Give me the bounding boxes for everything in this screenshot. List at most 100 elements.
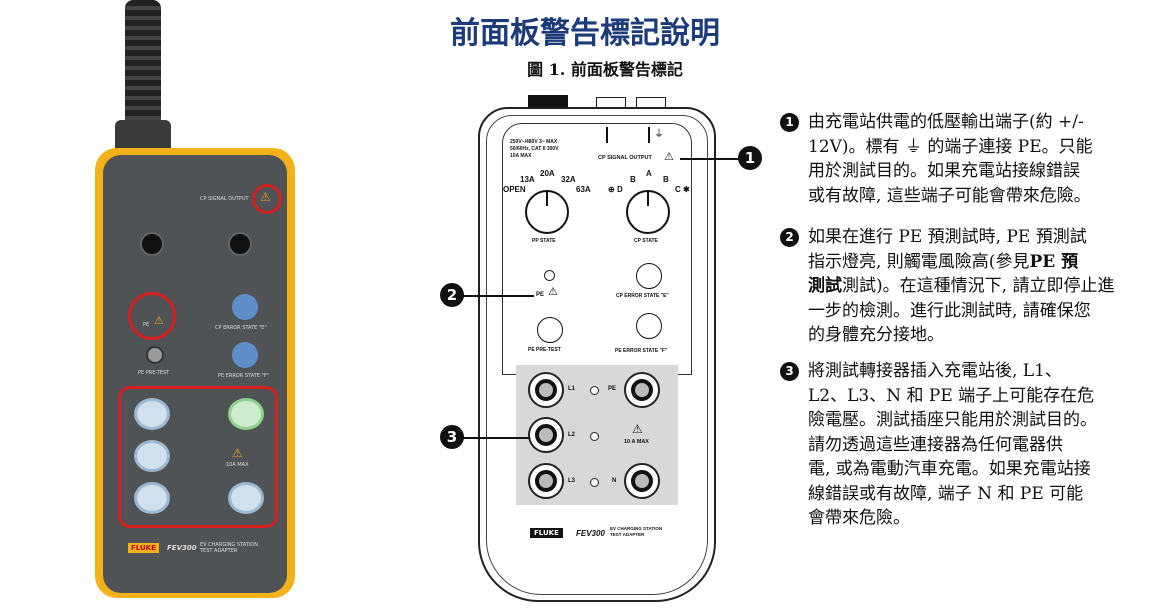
cp-b: B	[663, 175, 669, 184]
jack-l3	[528, 463, 564, 499]
warning-icon: ⚠	[548, 285, 558, 298]
note-2: 2 如果在進行 PE 預測試時, PE 預測試 指示燈亮, 則觸電風險高(參見P…	[780, 225, 1150, 348]
pp-63a: 63A	[576, 185, 591, 194]
callout-leader-3	[462, 437, 530, 439]
socket-l2	[134, 440, 170, 472]
socket-n	[228, 482, 264, 514]
pp-13a: 13A	[520, 175, 535, 184]
cp-error-e-button[interactable]	[232, 294, 258, 320]
pe-terminal-label: PE	[608, 386, 617, 392]
model-label: FEV300	[576, 529, 605, 538]
figure-caption: 圖 1. 前面板警告標記	[527, 60, 683, 79]
note-line: 由充電站供電的低壓輸出端子(約 +/-	[808, 112, 1084, 132]
note-line: 測試測試)。在這種情況下, 請立即停止進	[808, 274, 1150, 299]
note-line: 電, 或為電動汽車充電。如果充電站接	[808, 459, 1091, 479]
note-3: 3 將測試轉接器插入充電站後, L1、 L2、L3、N 和 PE 端子上可能存在…	[780, 359, 1150, 531]
dial-pointer	[546, 190, 548, 206]
rating-text: 10A MAX	[510, 153, 532, 159]
socket-pe	[228, 398, 264, 430]
brand-logo: FLUKE	[530, 528, 563, 538]
callout-1: 1	[738, 146, 762, 170]
note-number: 1	[780, 113, 799, 132]
note-text: 指示燈亮, 則觸電風險高(參見	[808, 251, 1030, 272]
note-line: L2、L3、N 和 PE 端子上可能存在危	[808, 385, 1095, 406]
cp-b: B	[630, 175, 636, 184]
note-line: 如果在進行 PE 預測試時, PE 預測試	[808, 227, 1087, 247]
cp-error-e-button[interactable]	[636, 263, 662, 289]
device-body	[103, 155, 287, 593]
pp-state-knob[interactable]	[140, 232, 164, 256]
photo-10a-label: 10A MAX	[226, 462, 249, 468]
note-1: 1 由充電站供電的低壓輸出端子(約 +/- 12V)。標有 ⏚ 的端子連接 PE…	[780, 110, 1150, 208]
front-panel-diagram: 250V~/480V 3~ MAX 50/60Hz, CAT II 300V 1…	[478, 95, 718, 605]
jack-n	[624, 463, 660, 499]
tagline: EV CHARGING STATION	[610, 526, 663, 531]
cp-state-knob[interactable]	[228, 232, 252, 256]
pe-pretest-button[interactable]	[537, 317, 563, 343]
photo-cp-error-label: CP ERROR STATE "E"	[215, 325, 267, 331]
warning-icon: ⚠	[664, 150, 674, 163]
rating-text: 50/60Hz, CAT II 300V	[510, 146, 559, 152]
pe-pretest-button[interactable]	[146, 346, 164, 364]
callout-3: 3	[440, 425, 464, 449]
note-line: 線錯誤或有故障, 端子 N 和 PE 可能	[808, 483, 1084, 504]
note-line: 或有故障, 這些端子可能會帶來危險。	[808, 185, 1091, 206]
device-inner-outline	[486, 115, 708, 595]
tagline: TEST ADAPTER	[610, 532, 645, 537]
callout-leader-1	[680, 158, 740, 160]
ten-a-max-label: 10 A MAX	[624, 439, 649, 445]
warning-icon: ⚠	[260, 190, 271, 204]
note-line: 一步的檢測。進行此測試時, 請確保您	[808, 300, 1091, 321]
dial-pointer	[647, 190, 649, 206]
photo-brand-logo: FLUKE	[128, 543, 159, 553]
cp-c-text: C	[675, 185, 681, 194]
pe-indicator	[544, 270, 555, 281]
pe-label: PE	[536, 292, 545, 298]
pp-20a: 20A	[540, 169, 555, 178]
warning-icon: ⚠	[632, 422, 643, 436]
l1-led	[590, 386, 599, 395]
pp-32a: 32A	[561, 175, 576, 184]
cp-d-text: D	[616, 185, 623, 194]
socket-l3	[134, 482, 170, 514]
ground-icon: ⏚	[654, 129, 664, 140]
l2-label: L2	[568, 432, 576, 438]
note-line: 指示燈亮, 則觸電風險高(參見PE 預	[808, 250, 1150, 275]
note-line: 用於測試目的。如果充電站接線錯誤	[808, 161, 1080, 181]
cp-c: C ✱	[675, 185, 690, 194]
pe-pretest-link[interactable]: 測試	[808, 276, 842, 296]
l3-led	[590, 478, 599, 487]
n-label: N	[612, 478, 617, 484]
cp-error-e-label: CP ERROR STATE "E"	[616, 293, 669, 299]
cp-d: ⊕ D	[608, 185, 623, 194]
photo-cp-signal-label: CP SIGNAL OUTPUT	[200, 196, 249, 202]
note-line: 會帶來危險。	[808, 508, 910, 528]
callout-leader-2	[462, 295, 534, 297]
jack-l1	[528, 372, 564, 408]
l1-label: L1	[568, 386, 576, 392]
note-line: 請勿透過這些連接器為任何電器供	[808, 434, 1063, 455]
jack-pe	[624, 372, 660, 408]
page-title: 前面板警告標記說明	[450, 16, 720, 51]
warning-icon: ⚠	[154, 314, 164, 327]
jack-l2	[528, 417, 564, 453]
photo-tagline: EV CHARGING STATION TEST ADAPTER	[200, 542, 258, 554]
highlight-circle-2	[128, 292, 176, 340]
note-line: 12V)。標有 ⏚ 的端子連接 PE。只能	[808, 136, 1093, 157]
highlight-box-3	[118, 386, 278, 528]
divider	[606, 127, 608, 143]
pe-pretest-link[interactable]: PE 預	[1029, 251, 1079, 272]
warning-icon: ⚠	[232, 446, 243, 460]
device-outline	[478, 107, 716, 602]
note-line: 的身體充分接地。	[808, 325, 944, 345]
photo-model: FEV300	[167, 544, 197, 552]
l2-led	[590, 432, 599, 441]
pe-error-f-button[interactable]	[232, 342, 258, 368]
note-line: 險電壓。測試插座只能用於測試目的。	[808, 410, 1097, 430]
note-number: 2	[780, 228, 799, 247]
pp-open: OPEN	[503, 185, 526, 194]
photo-pe-label: PE	[143, 322, 150, 328]
pe-error-f-button[interactable]	[636, 313, 662, 339]
cp-state-label: CP STATE	[634, 238, 658, 244]
socket-l1	[134, 398, 170, 430]
